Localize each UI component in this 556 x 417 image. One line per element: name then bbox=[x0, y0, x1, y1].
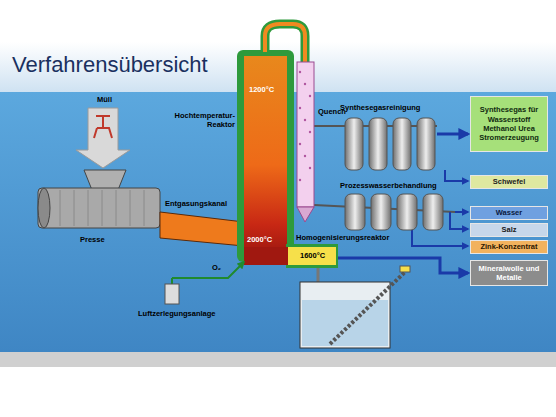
gas-cleaning-vessel bbox=[417, 118, 435, 170]
press-rib bbox=[102, 190, 103, 226]
quench-column bbox=[297, 62, 314, 207]
output-box: Wasser bbox=[470, 206, 548, 220]
label: Presse bbox=[80, 236, 105, 245]
water-treatment-vessel bbox=[371, 194, 391, 230]
quench-cone bbox=[297, 207, 314, 222]
box-text: Wasser bbox=[494, 208, 524, 217]
output-box: Salz bbox=[470, 223, 548, 237]
slide-title: Verfahrensübersicht bbox=[12, 52, 208, 78]
gas-cleaning-vessel bbox=[369, 118, 387, 170]
air-separation-unit bbox=[165, 284, 179, 304]
press-rib bbox=[60, 190, 61, 226]
water-treatment-vessel bbox=[423, 194, 443, 230]
homogeniser-shell bbox=[286, 244, 338, 268]
spray-drop bbox=[309, 131, 311, 133]
spray-drop bbox=[309, 95, 311, 97]
water-treatment-vessel bbox=[345, 194, 365, 230]
press-rib bbox=[144, 190, 145, 226]
spray-drop bbox=[299, 107, 301, 109]
label: O₂ bbox=[212, 264, 221, 273]
press-end bbox=[38, 188, 50, 228]
box-text: Mineralwolle und Metalle bbox=[471, 264, 547, 283]
spray-drop bbox=[304, 83, 306, 85]
water-bath bbox=[300, 282, 390, 348]
grab-symbol bbox=[94, 116, 112, 138]
label: Homogenisierungsreaktor bbox=[296, 234, 389, 243]
press-rib bbox=[116, 190, 117, 226]
output-box: Zink-Konzentrat bbox=[470, 240, 548, 254]
syngas-arrow bbox=[437, 133, 468, 136]
press-rib bbox=[74, 190, 75, 226]
gas-cleaning-vessel bbox=[345, 118, 363, 170]
label: Müll bbox=[97, 96, 112, 105]
gas-duct-core bbox=[265, 24, 305, 62]
label: Hochtemperatur-Reaktor bbox=[165, 112, 235, 129]
label: 2000°C bbox=[247, 236, 272, 245]
waste-arrow bbox=[76, 108, 130, 168]
mineral-arrow bbox=[338, 258, 468, 273]
spray-drop bbox=[299, 143, 301, 145]
label: 1600°C bbox=[300, 252, 325, 261]
box-text: Zink-Konzentrat bbox=[478, 242, 539, 251]
label: Entgasungskanal bbox=[165, 200, 227, 209]
degassing-channel bbox=[160, 212, 244, 246]
spray-drop bbox=[309, 167, 311, 169]
hopper bbox=[84, 170, 126, 190]
press-body bbox=[38, 188, 160, 228]
homogeniser-melt bbox=[288, 247, 336, 265]
box-text: Salz bbox=[499, 225, 518, 234]
oxygen-line bbox=[172, 262, 244, 278]
spray-drop bbox=[304, 155, 306, 157]
sulphur-arrow bbox=[445, 170, 468, 181]
zinc-arrow bbox=[412, 230, 468, 246]
label: Prozesswasserbehandlung bbox=[340, 182, 437, 191]
oxygen-riser bbox=[171, 278, 173, 284]
bath-water bbox=[302, 300, 388, 346]
salt-arrow bbox=[450, 212, 468, 229]
spray-drop bbox=[299, 71, 301, 73]
water-treatment-vessel bbox=[397, 194, 417, 230]
box-text: Schwefel bbox=[491, 177, 528, 186]
label: Luftzerlegungsanlage bbox=[138, 310, 216, 319]
reactor-shell bbox=[237, 50, 294, 262]
conveyor-head bbox=[400, 266, 410, 272]
gas-cleaning-vessel bbox=[393, 118, 411, 170]
gas-duct bbox=[265, 24, 305, 62]
label: Synthesegasreinigung bbox=[340, 104, 420, 113]
spray-drop bbox=[299, 179, 301, 181]
spray-drop bbox=[304, 119, 306, 121]
water-arrow bbox=[455, 211, 468, 213]
reactor-interior bbox=[244, 56, 287, 254]
reactor-bottom bbox=[244, 247, 288, 265]
press-rib bbox=[130, 190, 131, 226]
label: 1200°C bbox=[249, 86, 274, 95]
output-box: Mineralwolle und Metalle bbox=[470, 260, 548, 286]
output-box: Schwefel bbox=[470, 175, 548, 189]
box-text: Synthesegas für Wasserstoff Methanol Ure… bbox=[471, 105, 547, 143]
press-rib bbox=[88, 190, 89, 226]
footer-bar bbox=[0, 352, 556, 367]
conveyor bbox=[330, 272, 405, 344]
output-box: Synthesegas für Wasserstoff Methanol Ure… bbox=[470, 96, 548, 152]
